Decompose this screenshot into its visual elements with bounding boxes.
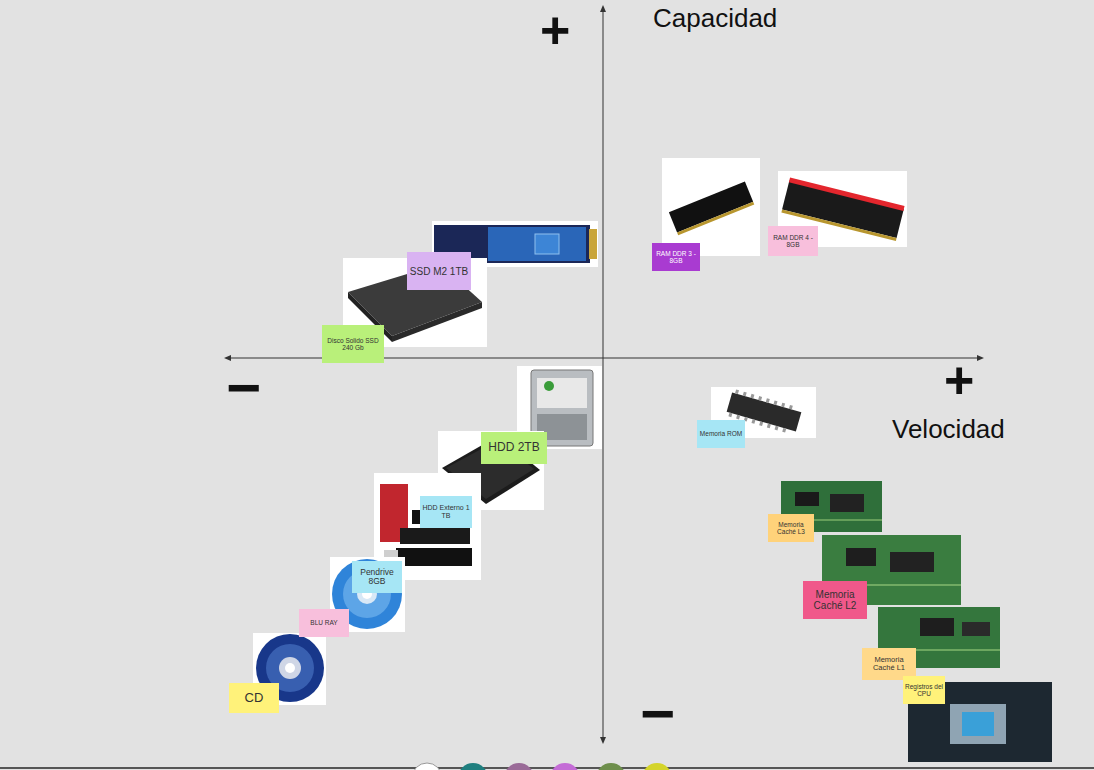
note-text: Memoria ROM: [700, 430, 742, 437]
note-text: HDD 2TB: [488, 441, 539, 454]
note-text: Memoria Caché L3: [770, 521, 812, 535]
axis-label: Capacidad: [653, 5, 777, 31]
sticky-note: Registros del CPU: [903, 676, 945, 704]
sticky-note: SSD M2 1TB: [407, 252, 471, 290]
note-text: Memoria Caché L2: [805, 589, 865, 611]
sticky-note: HDD 2TB: [481, 432, 547, 464]
axis-label: −: [640, 684, 675, 744]
note-text: Registros del CPU: [905, 683, 943, 697]
note-text: RAM DDR 3 - 8GB: [654, 250, 698, 264]
note-text: SSD M2 1TB: [410, 266, 468, 277]
sticky-note: RAM DDR 3 - 8GB: [652, 243, 700, 271]
sticky-note: Disco Solido SSD 240 Gb: [322, 325, 384, 363]
axis-label: +: [944, 354, 974, 406]
sticky-note: BLU RAY: [299, 609, 349, 637]
axis-label: Velocidad: [892, 416, 1005, 442]
note-text: RAM DDR 4 - 8GB: [770, 234, 816, 248]
note-text: BLU RAY: [310, 619, 337, 626]
sticky-note: Memoria ROM: [697, 420, 745, 448]
note-text: CD: [245, 691, 264, 705]
note-text: Pendrive 8GB: [354, 568, 400, 587]
sticky-note: CD: [229, 683, 279, 713]
sticky-note: HDD Externo 1 TB: [420, 496, 472, 528]
axis-label: +: [540, 4, 570, 56]
note-text: HDD Externo 1 TB: [422, 504, 470, 519]
note-text: Disco Solido SSD 240 Gb: [324, 337, 382, 351]
axis-label: −: [226, 358, 261, 418]
sticky-note: RAM DDR 4 - 8GB: [768, 226, 818, 256]
sticky-note: Memoria Caché L3: [768, 514, 814, 542]
note-text: Memoria Caché L1: [864, 656, 914, 673]
sticky-note: Memoria Caché L2: [803, 581, 867, 619]
sticky-note: Pendrive 8GB: [352, 561, 402, 593]
